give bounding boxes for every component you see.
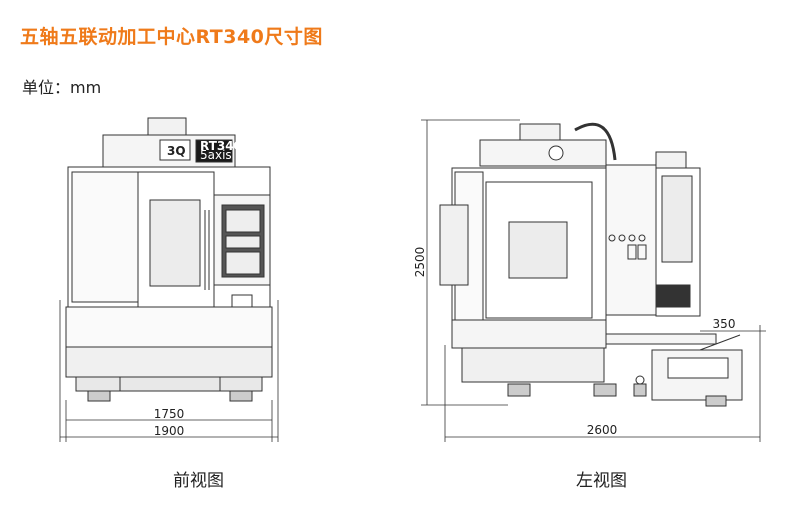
- unit-label: 单位：mm: [22, 78, 102, 97]
- left-dim-height: 2500: [413, 247, 427, 278]
- front-logo-brand: 3Q: [167, 144, 186, 158]
- front-logo-sub: 5axis: [200, 148, 232, 162]
- front-view-drawing: [65, 117, 273, 402]
- front-logo-model: RT340: [200, 139, 242, 153]
- left-view-caption: 左视图: [576, 471, 627, 491]
- front-dim-outer: 1900: [154, 424, 185, 438]
- left-view-drawing: [439, 122, 743, 407]
- page-title: 五轴五联动加工中心RT340尺寸图: [20, 26, 323, 48]
- left-dim-side: 350: [713, 317, 736, 331]
- brand-logo-icon: [159, 139, 191, 161]
- front-dim-inner: 1750: [154, 407, 185, 421]
- model-badge-icon: [195, 139, 233, 163]
- front-view-caption: 前视图: [173, 471, 224, 491]
- left-dimension-lines: [421, 119, 766, 442]
- front-dimension-lines: [59, 300, 279, 442]
- left-dim-width: 2600: [587, 423, 618, 437]
